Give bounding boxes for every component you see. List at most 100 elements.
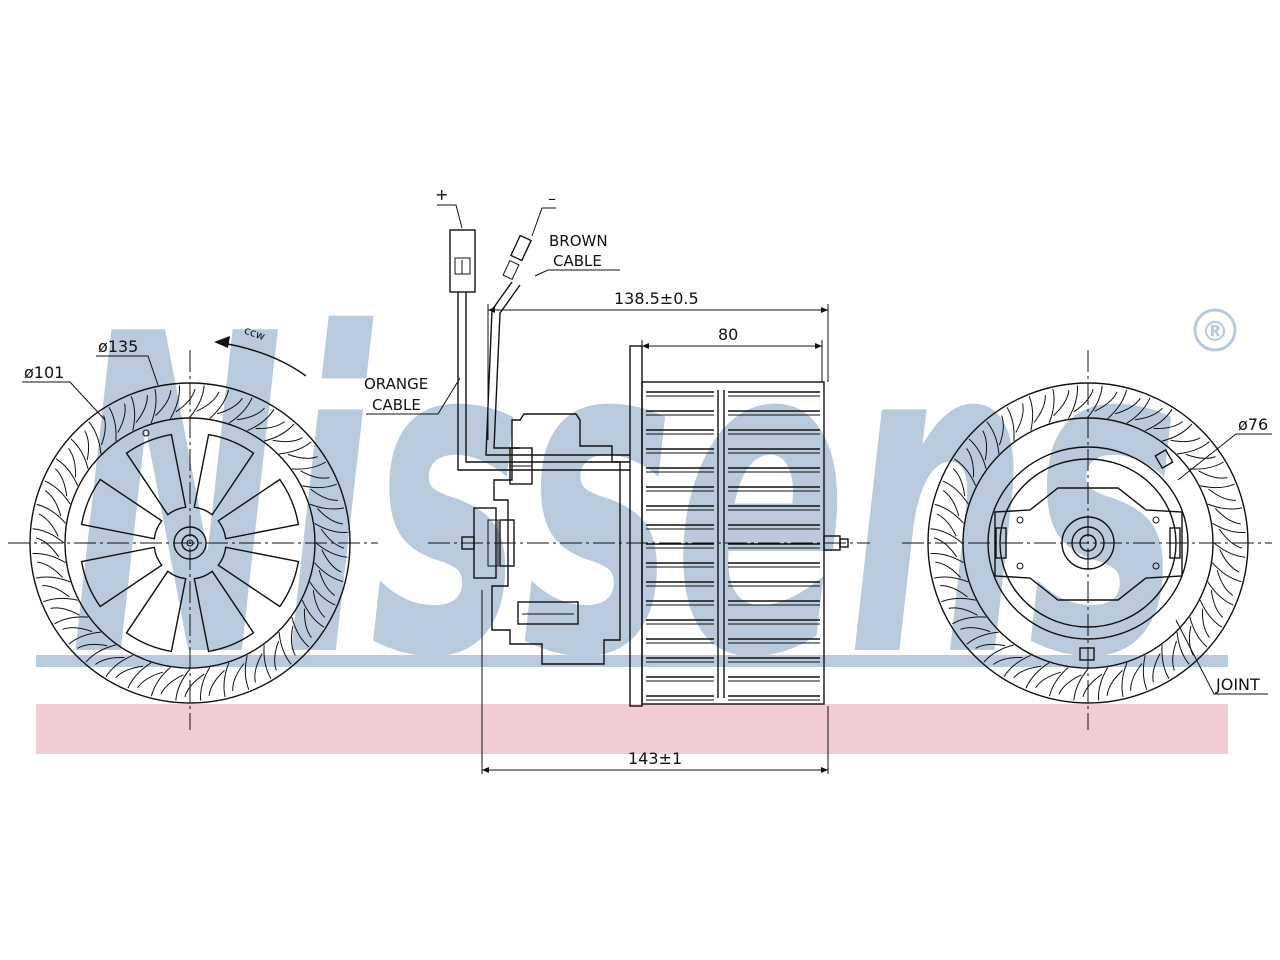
blade-edge [960, 627, 991, 633]
blade [1087, 385, 1103, 418]
blade [150, 667, 171, 697]
blade [263, 423, 295, 442]
blade [150, 388, 157, 424]
blade-edge [1216, 569, 1234, 596]
rotation-arrowhead [214, 336, 230, 348]
mount-hole-3 [1016, 562, 1024, 570]
blade [200, 667, 211, 701]
orange-cable-leader [366, 377, 461, 415]
blade-edge [935, 561, 961, 578]
blade-edge [948, 607, 978, 616]
blade [952, 616, 987, 625]
rear-hub-inner [1079, 534, 1097, 552]
blade-edge [318, 569, 336, 596]
blade [189, 385, 205, 418]
blade-edge [966, 448, 975, 478]
rear-tab-bottom [1079, 647, 1095, 661]
brown-cable-wire-2 [493, 284, 521, 449]
blade [55, 458, 79, 486]
blade [1176, 632, 1190, 665]
watermark-brand-text: Nissens [70, 242, 1180, 754]
blade [127, 662, 152, 689]
blade-edge [84, 430, 90, 461]
blade-edge [155, 390, 172, 416]
blade-edge [77, 643, 108, 649]
blade [1212, 562, 1242, 583]
motor-flange-side [499, 519, 515, 567]
blade [1121, 662, 1128, 698]
blade-edge [236, 407, 265, 421]
blade [1199, 600, 1223, 628]
impeller-marker [142, 429, 150, 437]
joint-leader [1175, 619, 1268, 695]
blade [32, 528, 65, 544]
blade [85, 644, 117, 663]
dim-143-label: 143±1 [628, 749, 682, 768]
blade-edge [982, 430, 988, 461]
dim-arrow [642, 343, 649, 349]
side-view: + – BROWN CABLE ORANGE CABLE [364, 185, 870, 774]
blade-edge [44, 490, 62, 517]
blade [986, 421, 1000, 454]
blade-edge [38, 513, 59, 537]
motor-can-outer [987, 446, 1189, 640]
blade-edge [1106, 670, 1123, 696]
brown-cable-leader [534, 269, 620, 277]
blade [223, 662, 230, 698]
blade-edge [320, 528, 345, 549]
blade [1098, 667, 1109, 701]
blade-edge [1013, 665, 1042, 679]
blade-edge [936, 513, 957, 537]
blade-edge [137, 671, 164, 689]
blade [279, 441, 312, 455]
blade [966, 631, 999, 645]
blade [934, 503, 964, 524]
blade-edge [50, 607, 80, 616]
blade [1177, 441, 1210, 455]
brown-cable-label-1: BROWN [549, 232, 608, 250]
blade-edge [1170, 437, 1201, 443]
dim-arrow [821, 767, 828, 773]
motor-flange-inner [487, 519, 499, 567]
rear-inner-rim [962, 417, 1214, 669]
blade [953, 458, 977, 486]
blade-edge [216, 397, 243, 415]
blade [291, 616, 310, 648]
d101-label: ø101 [24, 363, 64, 382]
rear-hub-outer [1061, 516, 1115, 570]
blade-edge [95, 656, 125, 665]
watermark: Nissens ® [36, 242, 1237, 754]
impeller-window [80, 478, 163, 540]
blade-edge [1153, 421, 1183, 430]
blade [302, 483, 337, 489]
blade-edge [300, 470, 330, 479]
blade-edge [1035, 671, 1062, 689]
blade [1028, 396, 1034, 431]
blade [35, 576, 71, 583]
blade-edge [1215, 508, 1241, 525]
positive-connector [449, 229, 476, 293]
blade [247, 408, 275, 432]
blade-edge [975, 643, 1006, 649]
blade-edge [1218, 528, 1243, 549]
blade [1212, 522, 1246, 533]
blade [933, 576, 969, 583]
dim-138-label: 138.5±0.5 [614, 289, 699, 308]
impeller-inner-rim [64, 417, 316, 669]
blade-edge [184, 673, 205, 698]
blade-edge [1082, 673, 1103, 698]
blade-edge [254, 653, 263, 683]
shaft-stub-left [461, 536, 475, 550]
rear-outer-rim [927, 382, 1249, 704]
blade [983, 644, 1015, 663]
blade [301, 600, 325, 628]
blade [1200, 483, 1235, 489]
blade [263, 644, 272, 679]
rear-hub-mid [1071, 526, 1105, 560]
blade-edge [35, 537, 60, 558]
blade [930, 528, 963, 544]
blade [1003, 654, 1031, 678]
blade [108, 407, 117, 442]
joint-label: JOINT [1215, 675, 1260, 694]
